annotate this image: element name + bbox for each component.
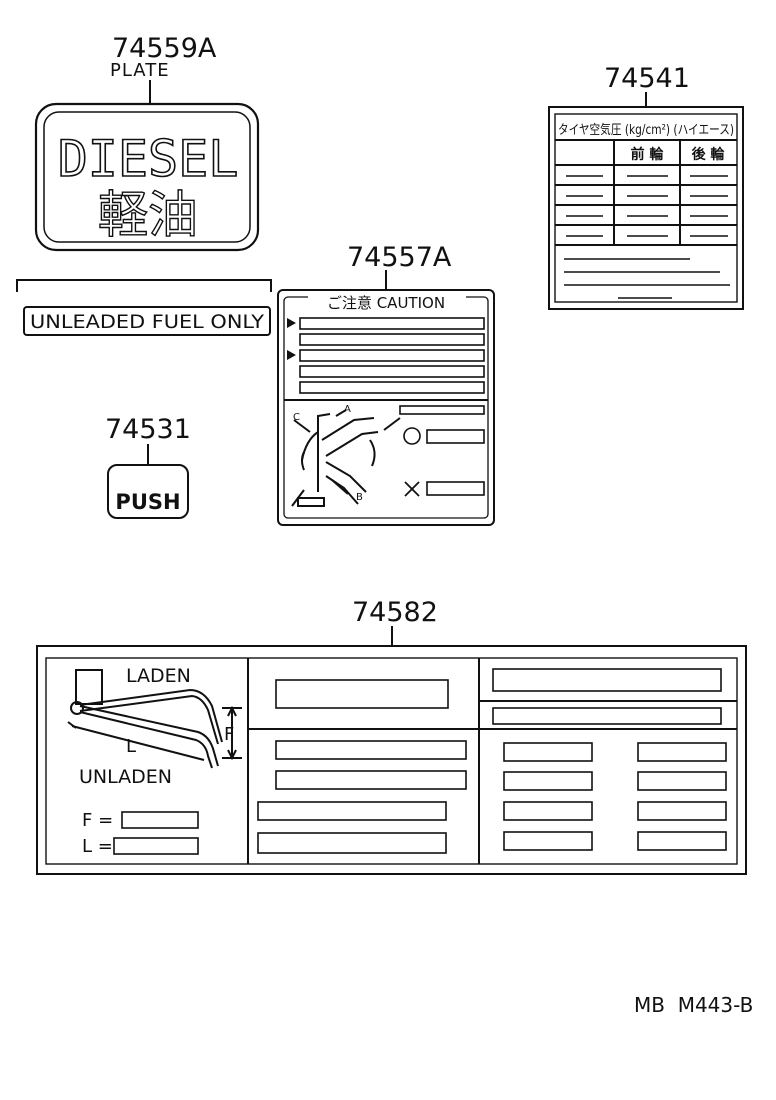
dimension-f-label: F bbox=[224, 724, 234, 745]
tire-pressure-label: タイヤ空気圧 (kg/cm²) (ハイエース) 前 輪 後 輪 bbox=[548, 106, 744, 310]
unleaded-text: UNLEADED FUEL ONLY bbox=[30, 311, 264, 333]
l-equals-label: L = bbox=[82, 836, 113, 857]
tire-col-rear: 後 輪 bbox=[692, 146, 726, 163]
plate-part-name: PLATE bbox=[110, 60, 170, 81]
caution-title: ご注意 CAUTION bbox=[327, 294, 445, 312]
caution-label-a: A bbox=[344, 404, 351, 415]
plate-part-number: 74559A bbox=[112, 33, 217, 64]
tire-col-front: 前 輪 bbox=[631, 146, 665, 163]
load-part-number: 74582 bbox=[352, 597, 438, 628]
push-text: PUSH bbox=[115, 490, 180, 514]
push-label: PUSH bbox=[107, 464, 189, 519]
keiyu-text: 軽油 bbox=[98, 186, 198, 244]
dimension-l-label: L bbox=[126, 736, 136, 757]
unladen-label: UNLADEN bbox=[79, 766, 172, 788]
leaf-spring-diagram bbox=[67, 669, 242, 769]
caution-label: ご注意 CAUTION C A B bbox=[277, 289, 495, 526]
unleaded-bracket bbox=[16, 279, 272, 292]
caution-label-b: B bbox=[356, 492, 363, 503]
f-equals-label: F = bbox=[82, 810, 113, 831]
caution-label-c: C bbox=[293, 412, 300, 423]
ok-circle-icon bbox=[403, 427, 421, 445]
unleaded-label: UNLEADED FUEL ONLY bbox=[23, 306, 271, 336]
push-part-number: 74531 bbox=[105, 414, 191, 445]
load-label: LADEN UNLADEN L F F = L = bbox=[36, 645, 747, 875]
tire-part-number: 74541 bbox=[604, 63, 690, 94]
caution-part-number: 74557A bbox=[347, 242, 452, 273]
ng-cross-icon bbox=[404, 481, 420, 497]
tire-title: タイヤ空気圧 (kg/cm²) (ハイエース) bbox=[558, 122, 734, 138]
laden-label: LADEN bbox=[126, 665, 191, 687]
filler-neck-diagram bbox=[291, 409, 401, 507]
diesel-text: DIESEL bbox=[58, 130, 239, 188]
diesel-plate: DIESEL 軽油 bbox=[34, 102, 260, 252]
diagram-code: MB M443-B bbox=[634, 993, 753, 1017]
